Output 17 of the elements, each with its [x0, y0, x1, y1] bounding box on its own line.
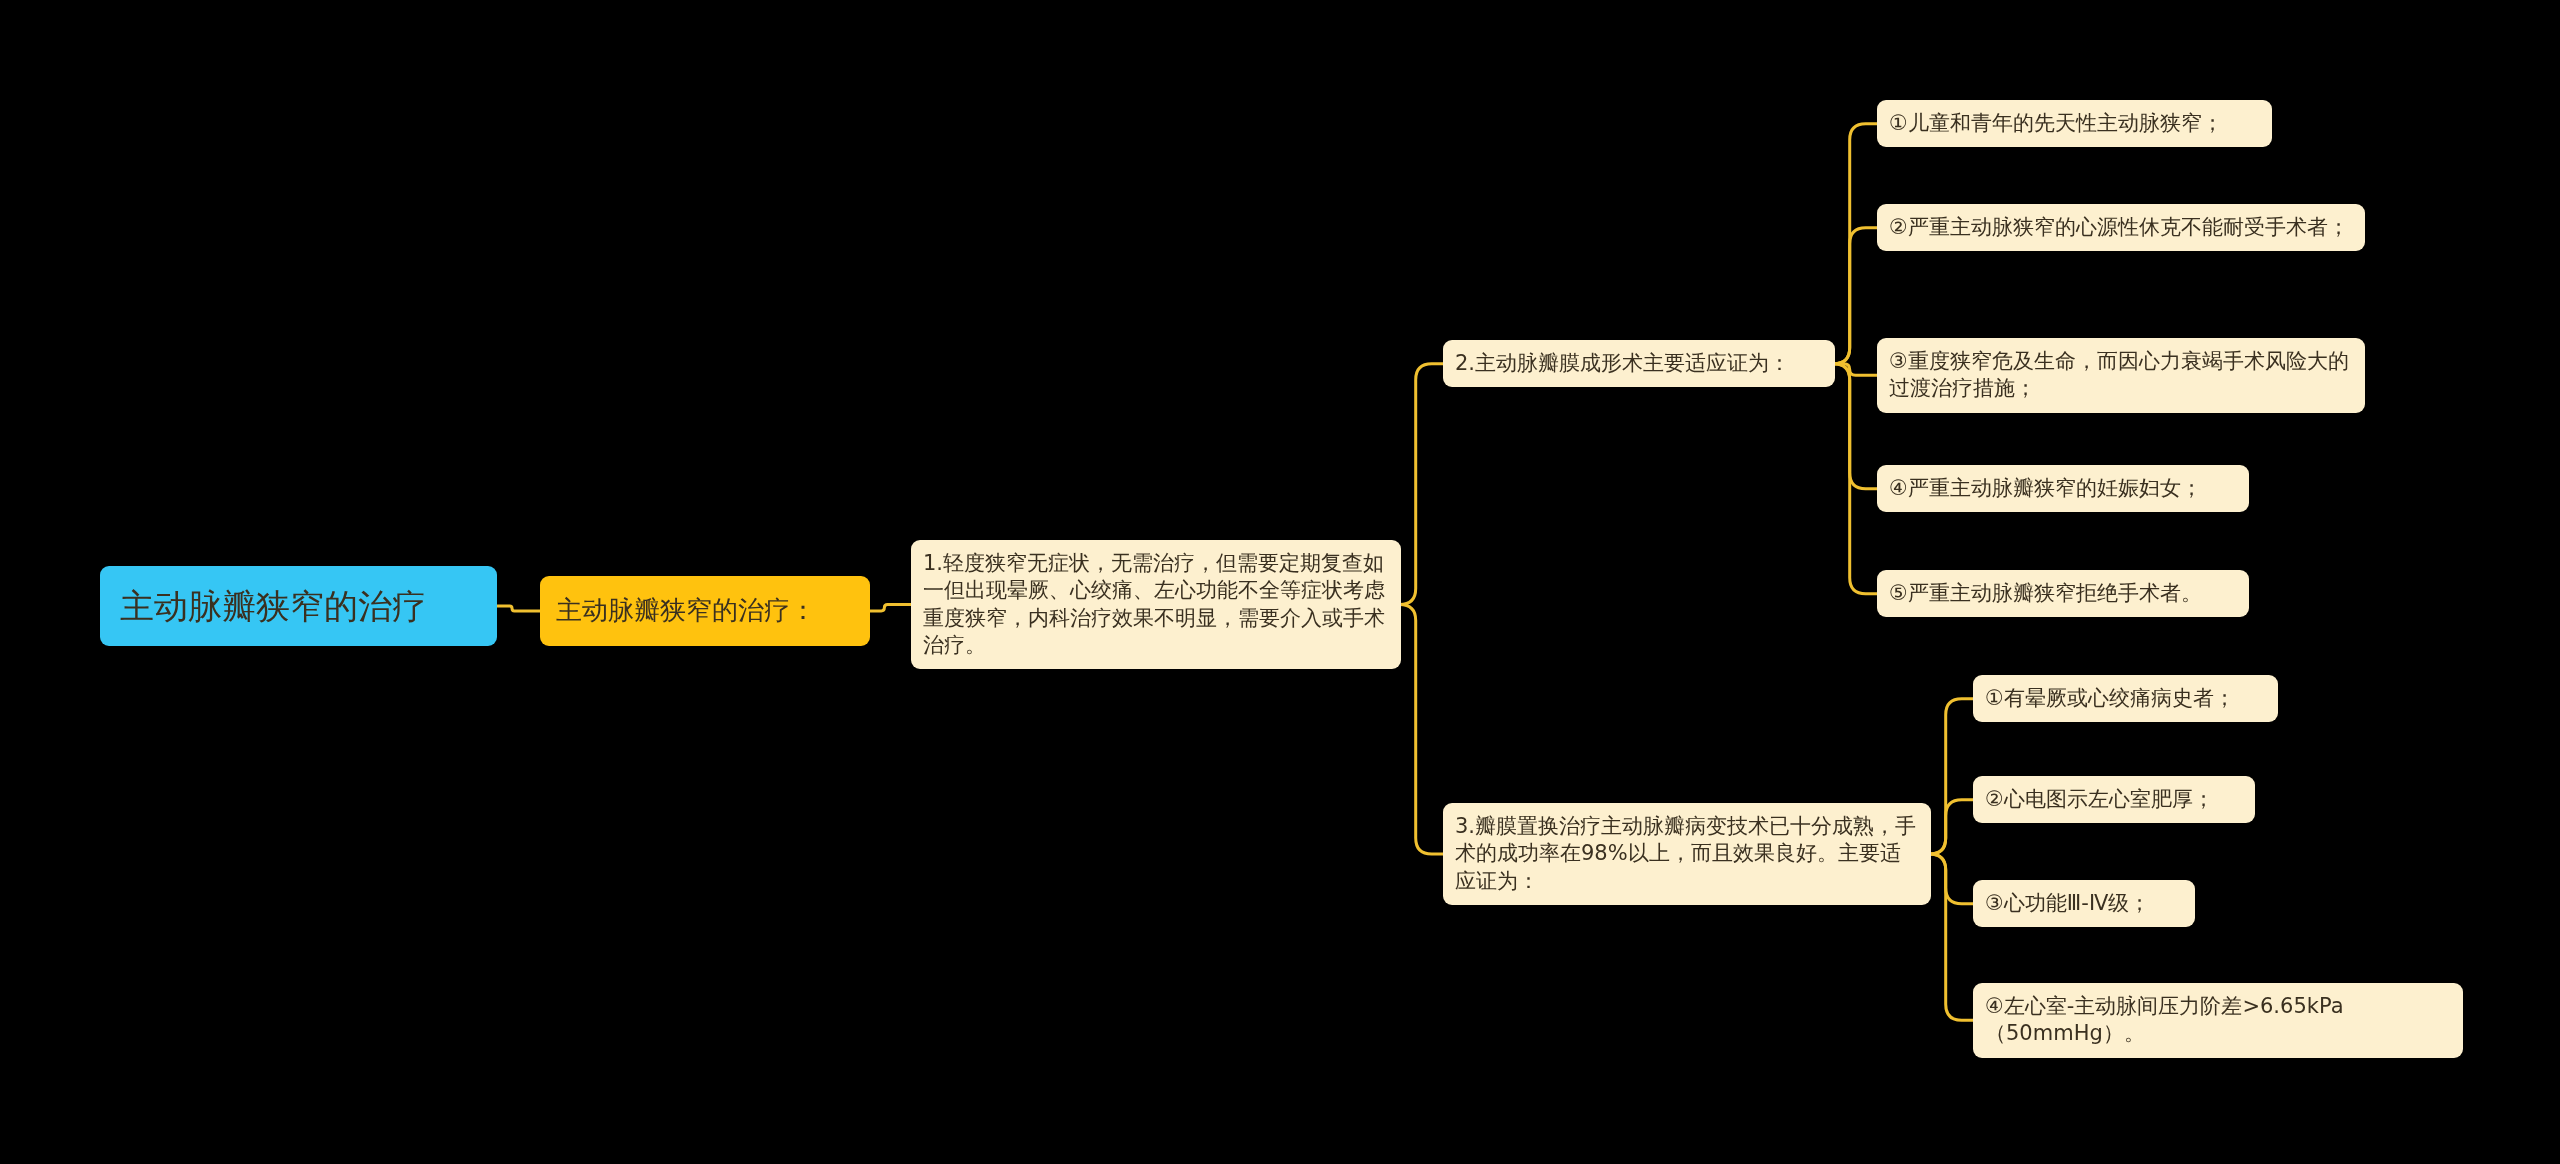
- branch-topic: 主动脉瓣狭窄的治疗：: [540, 576, 870, 646]
- connector: [1835, 362, 1877, 377]
- subtopic-box: ④严重主动脉瓣狭窄的妊娠妇女；: [1877, 465, 2249, 513]
- subtopic-box: ③心功能Ⅲ-Ⅳ级；: [1973, 880, 2195, 928]
- connector: [870, 603, 911, 613]
- subtopic-box: ②严重主动脉狭窄的心源性休克不能耐受手术者；: [1877, 204, 2365, 252]
- subtopic-box: ②心电图示左心室肥厚；: [1973, 776, 2255, 824]
- subtopic-box: ⑤严重主动脉瓣狭窄拒绝手术者。: [1877, 570, 2249, 618]
- subtopic-box: ①有晕厥或心绞痛病史者；: [1973, 675, 2278, 723]
- subtopic-box: 3.瓣膜置换治疗主动脉瓣病变技术已十分成熟，手术的成功率在98%以上，而且效果良好。主要适应证为：: [1443, 803, 1931, 905]
- subtopic-box: 2.主动脉瓣膜成形术主要适应证为：: [1443, 340, 1835, 388]
- subtopic-box: 1.轻度狭窄无症状，无需治疗，但需要定期复查如一但出现晕厥、心绞痛、左心功能不全等症状考虑重度狭窄，内科治疗效果不明显，需要介入或手术治疗。: [911, 540, 1401, 670]
- subtopic-box: ①儿童和青年的先天性主动脉狭窄；: [1877, 100, 2272, 148]
- subtopic-box: ③重度狭窄危及生命，而因心力衰竭手术风险大的过渡治疗措施；: [1877, 338, 2365, 413]
- subtopic-box: ④左心室-主动脉间压力阶差>6.65kPa（50mmHg）。: [1973, 983, 2463, 1058]
- root-topic: 主动脉瓣狭窄的治疗: [100, 566, 497, 647]
- connector: [497, 604, 540, 613]
